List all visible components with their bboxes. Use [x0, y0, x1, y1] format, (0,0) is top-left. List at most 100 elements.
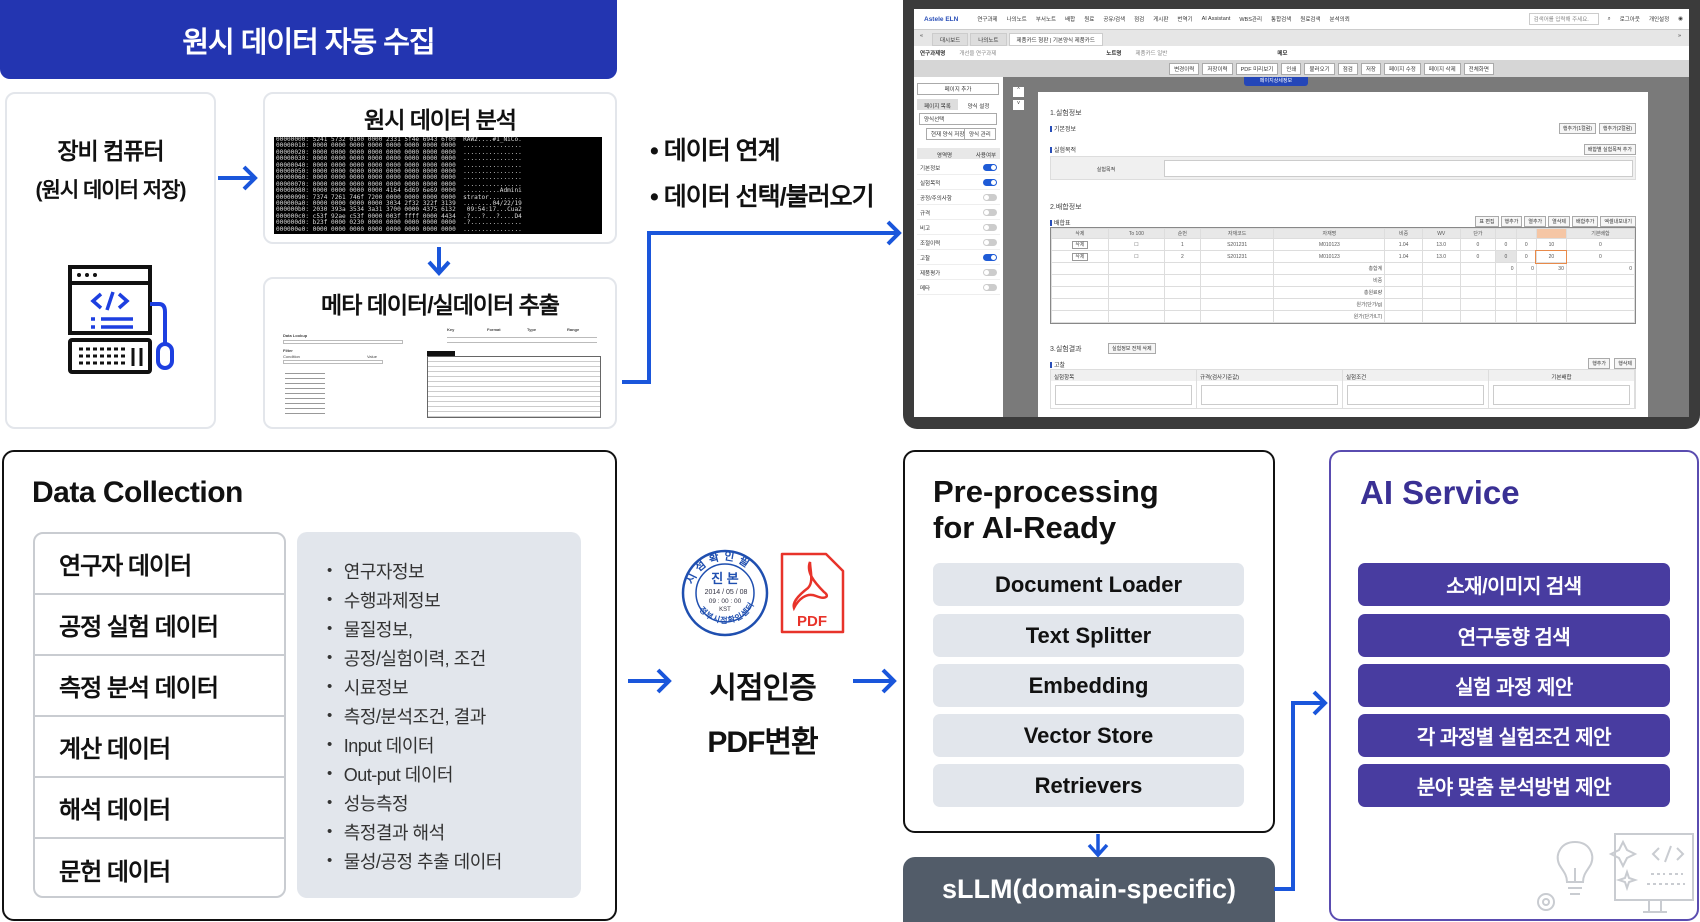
- scroll-down-button[interactable]: v: [1013, 100, 1024, 110]
- scroll-up-button[interactable]: ^: [1013, 87, 1024, 97]
- row-checkbox[interactable]: ☐: [1107, 238, 1165, 251]
- delete-row-button[interactable]: 삭제: [1051, 250, 1109, 263]
- left-tab-page-list[interactable]: 페이지 목록: [917, 99, 958, 110]
- eln-toolbar-button[interactable]: 변경이력: [1169, 62, 1200, 75]
- eln-menu-item[interactable]: 원료: [1084, 17, 1095, 23]
- mix-toolbar-button[interactable]: 열삭제: [1548, 216, 1570, 227]
- eln-search-input[interactable]: 검색어를 입력해 주세요.: [1528, 13, 1599, 25]
- result-textarea[interactable]: [1493, 385, 1630, 405]
- eln-info-text: 메모: [1277, 51, 1288, 57]
- result-header: 규격(검사기준값): [1197, 370, 1342, 381]
- use-toggle[interactable]: [983, 284, 997, 291]
- eln-toolbar-button[interactable]: 저장: [1360, 62, 1381, 75]
- eln-user-link[interactable]: 로그아웃: [1619, 17, 1640, 23]
- save-form-button[interactable]: 현재 양식 저장: [926, 128, 970, 140]
- use-toggle[interactable]: [983, 209, 997, 216]
- meta-label: Value: [367, 354, 377, 359]
- eln-toolbar-button[interactable]: 인쇄: [1281, 62, 1302, 75]
- mix-cell[interactable]: 0: [1495, 250, 1517, 263]
- search-icon[interactable]: ⌕: [1607, 15, 1611, 22]
- expand-tabs-icon[interactable]: »: [1677, 33, 1681, 39]
- eln-menu-item[interactable]: 부서노트: [1035, 17, 1057, 23]
- eln-menu-item[interactable]: 게시판: [1153, 17, 1169, 23]
- eln-menu-item[interactable]: 점검: [1134, 17, 1145, 23]
- meta-label: Range: [567, 327, 580, 332]
- equipment-title: 장비 컴퓨터: [57, 138, 164, 164]
- manage-form-button[interactable]: 양식 관리: [964, 128, 996, 140]
- use-toggle[interactable]: [983, 254, 997, 261]
- use-toggle[interactable]: [983, 239, 997, 246]
- eln-menu-item[interactable]: 번역기: [1177, 17, 1193, 23]
- form-select[interactable]: 양식선택: [919, 113, 997, 125]
- eln-menu-item[interactable]: 배합: [1065, 17, 1076, 23]
- add-row-2col-button[interactable]: 행추가(2컬럼): [1598, 123, 1636, 134]
- mix-cell[interactable]: 0: [1565, 250, 1636, 263]
- notification-icon[interactable]: ◉: [1678, 16, 1683, 22]
- eln-toolbar-button[interactable]: 저장이력: [1202, 62, 1233, 75]
- mix-toolbar-button[interactable]: 배합추가: [1571, 216, 1599, 227]
- page-detail-tab[interactable]: 페이지상세정보: [1244, 77, 1308, 86]
- mix-cell[interactable]: 0: [1565, 238, 1636, 251]
- use-header: 사용여부: [972, 148, 1000, 159]
- eln-menu-item[interactable]: 원료검색: [1300, 17, 1321, 23]
- eln-toolbar-button[interactable]: 페이지 삭제: [1423, 62, 1461, 75]
- mix-cell[interactable]: 20: [1535, 249, 1568, 264]
- use-toggle[interactable]: [983, 164, 997, 171]
- result-textarea[interactable]: [1055, 385, 1192, 405]
- mix-toolbar-button[interactable]: 표 편집: [1475, 216, 1499, 227]
- eln-menu-item[interactable]: 공유/검색: [1103, 17, 1126, 23]
- eln-toolbar-button[interactable]: 전체화면: [1463, 62, 1494, 75]
- mix-summary-cell: [1163, 262, 1201, 275]
- eln-toolbar-button[interactable]: PDF 미리보기: [1235, 62, 1279, 75]
- mix-toolbar-button[interactable]: 행추가: [1500, 216, 1523, 227]
- add-purpose-button[interactable]: 배합별 실험목적 추가: [1583, 144, 1636, 155]
- eln-menu-item[interactable]: 나의노트: [1006, 17, 1027, 23]
- eln-tab[interactable]: 나의노트: [970, 33, 1007, 46]
- add-result-row-button[interactable]: 행추가: [1588, 358, 1610, 369]
- add-row-1col-button[interactable]: 행추가(1컬럼): [1558, 123, 1596, 134]
- eln-menu-item[interactable]: 분석의뢰: [1329, 17, 1350, 23]
- mix-summary-cell: [1163, 310, 1201, 323]
- collapse-tabs-icon[interactable]: «: [920, 33, 924, 39]
- mix-cell[interactable]: 0: [1495, 238, 1517, 251]
- purpose-textarea[interactable]: [1164, 160, 1633, 177]
- result-textarea[interactable]: [1201, 385, 1338, 405]
- eln-menu-item[interactable]: 통합검색: [1271, 17, 1292, 23]
- mix-summary-cell: [1421, 286, 1461, 299]
- mix-toolbar-button[interactable]: 열추가: [1524, 216, 1547, 227]
- eln-menu-item[interactable]: 연구과제: [977, 17, 998, 23]
- add-page-button[interactable]: 페이지 추가: [917, 83, 999, 95]
- mix-cell[interactable]: 0: [1515, 238, 1537, 251]
- data-detail-item: 측정/분석조건, 결과: [327, 701, 581, 730]
- use-toggle[interactable]: [983, 269, 997, 276]
- mix-cell[interactable]: 0: [1515, 250, 1537, 263]
- certify-line1: 시점인증: [709, 672, 816, 705]
- mix-toolbar-button[interactable]: 엑셀내보내기: [1600, 216, 1636, 227]
- eln-tab[interactable]: 제품카드 형판 | 기본양식 제품카드: [1008, 33, 1103, 46]
- use-toggle[interactable]: [983, 224, 997, 231]
- eln-toolbar-button[interactable]: 점검: [1337, 62, 1358, 75]
- area-toggle-row: 고찰: [917, 251, 1000, 265]
- eln-menu-item[interactable]: AI Assistant: [1201, 16, 1231, 22]
- delete-all-results-button[interactable]: 실험정보 전체 삭제: [1108, 343, 1156, 354]
- hex-line: 00000030: 0000 0000 0000 0000 0000 0000 …: [276, 155, 522, 163]
- left-tab-form-settings[interactable]: 양식 설정: [967, 104, 990, 110]
- eln-menu-item[interactable]: WBS관리: [1239, 17, 1263, 23]
- eln-tab[interactable]: 대시보드: [932, 33, 969, 46]
- bullet-data-link: • 데이터 연계: [650, 137, 781, 165]
- json-view: [427, 356, 601, 418]
- mix-cell: S201231: [1199, 238, 1275, 251]
- result-textarea[interactable]: [1347, 385, 1484, 405]
- eln-toolbar-button[interactable]: 불러오기: [1304, 62, 1335, 75]
- delete-result-row-button[interactable]: 행삭제: [1614, 358, 1636, 369]
- mix-cell[interactable]: 10: [1535, 238, 1567, 251]
- section-experiment-info: 1.실험정보: [1050, 110, 1082, 117]
- row-checkbox[interactable]: ☐: [1107, 250, 1165, 263]
- use-toggle[interactable]: [983, 194, 997, 201]
- eln-toolbar-button[interactable]: 페이지 수정: [1383, 62, 1421, 75]
- hex-line: 00000070: 0000 0000 0000 0000 0000 0000 …: [276, 180, 522, 188]
- delete-row-button[interactable]: 삭제: [1051, 238, 1109, 251]
- use-toggle[interactable]: [983, 179, 997, 186]
- mix-summary-row: 비중: [1051, 274, 1636, 287]
- eln-user-link[interactable]: 개인설정: [1648, 17, 1670, 23]
